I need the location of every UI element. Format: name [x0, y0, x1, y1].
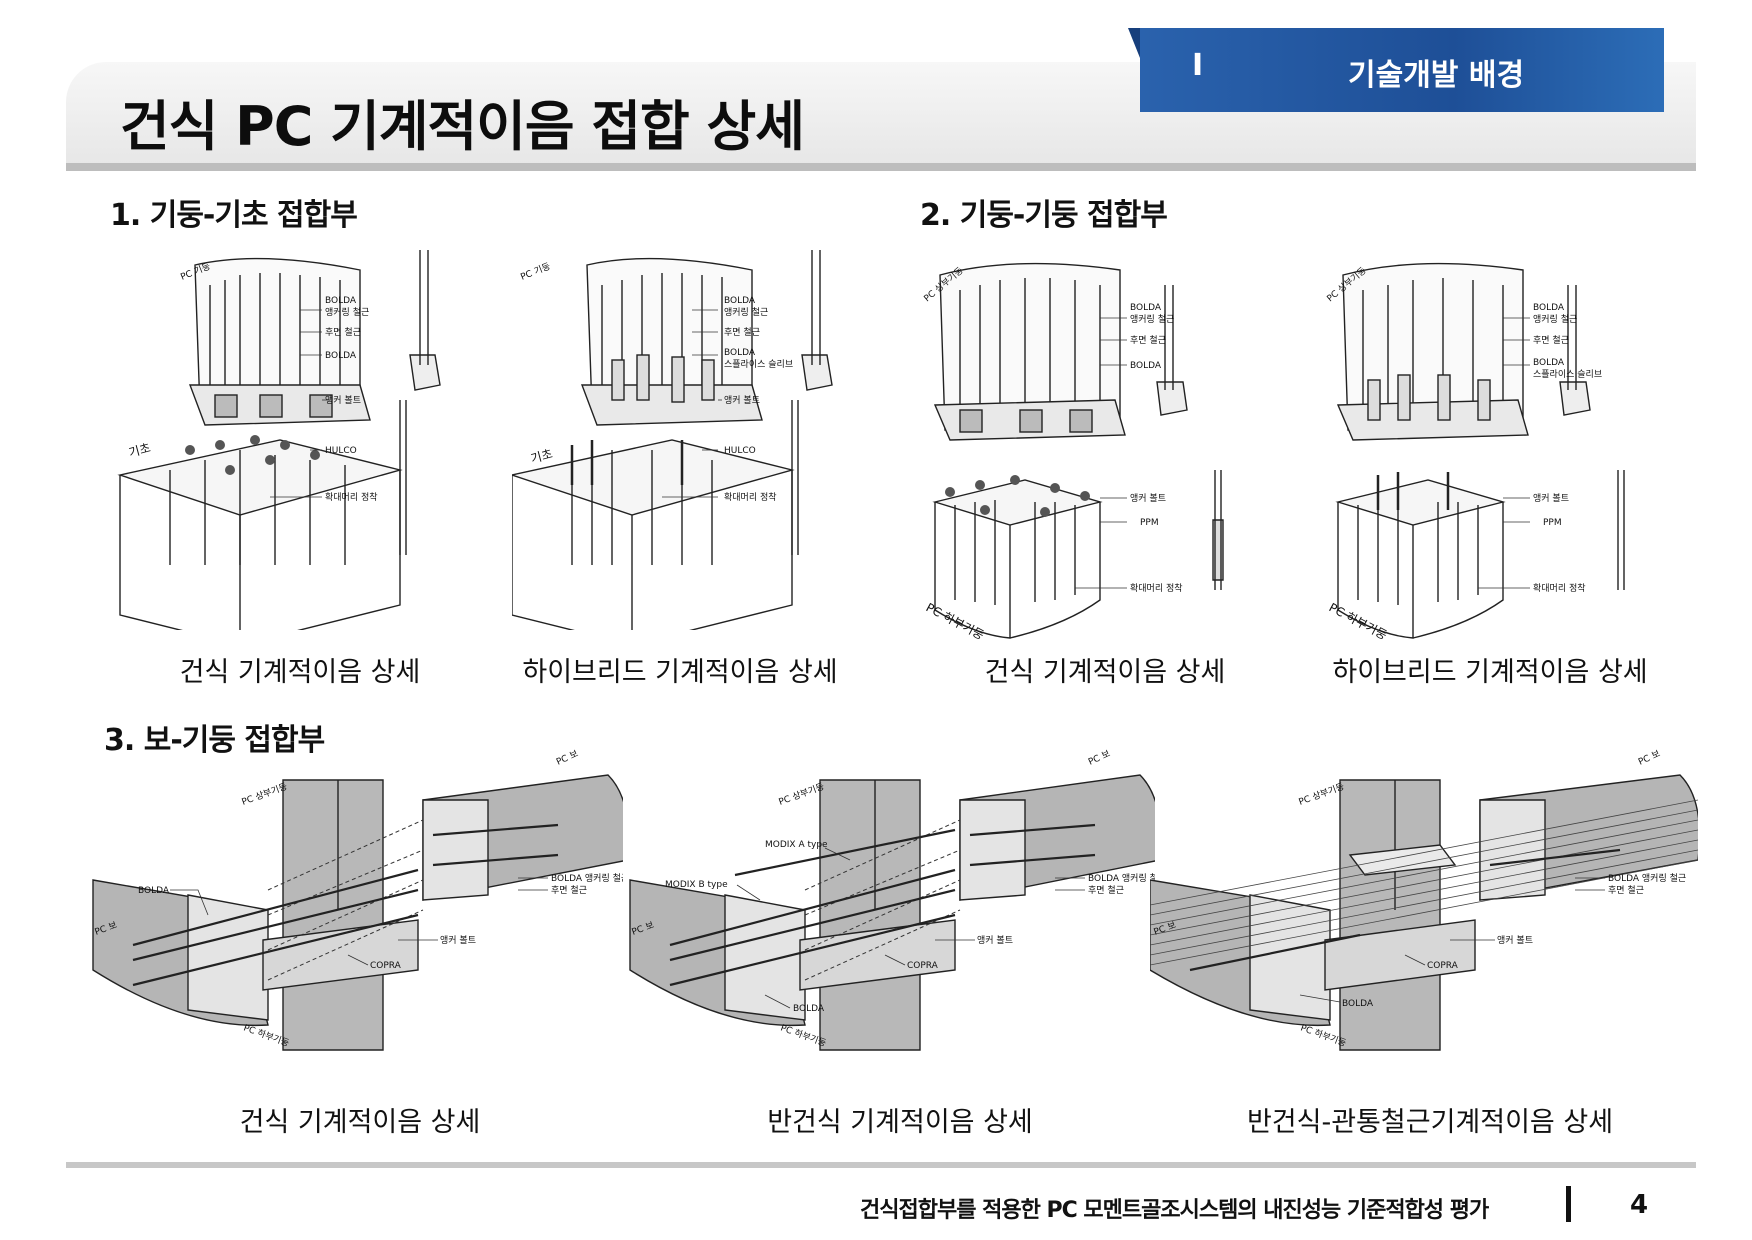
label-bolda-1: BOLDA — [1130, 303, 1162, 313]
drawing-beam-column-dry: PC 상부기둥 PC 하부기둥 PC 보 PC 보 BOLDA BOLDA 앵커… — [92, 748, 623, 1051]
label-rear-rebar: 후면 철근 — [1533, 335, 1569, 346]
figure-beam-column-dry: PC 상부기둥 PC 하부기둥 PC 보 PC 보 BOLDA BOLDA 앵커… — [88, 740, 623, 1070]
label-modix-a: MODIX A type — [765, 840, 828, 850]
label-copra: COPRA — [370, 961, 402, 971]
label-bolda-1: BOLDA — [724, 296, 756, 306]
label-headed-anchorage: 확대머리 정착 — [325, 491, 378, 503]
section-tab: I 기술개발 배경 — [1128, 28, 1664, 112]
caption-column-column-dry: 건식 기계적이음 상세 — [984, 657, 1226, 688]
label-rear-rebar: 후면 철근 — [1088, 885, 1124, 896]
figure-beam-column-semidry: PC 상부기둥 PC 하부기둥 PC 보 PC 보 MODIX A type M… — [625, 740, 1155, 1070]
label-bolda-2: BOLDA — [325, 351, 357, 361]
label-bolda-2: BOLDA — [1533, 358, 1565, 368]
caption-beam-column-through-rebar: 반건식-관통철근기계적이음 상세 — [1246, 1107, 1614, 1138]
label-bolda: BOLDA — [1342, 999, 1374, 1009]
label-anchoring-rebar: 앵커링 철근 — [1533, 313, 1577, 325]
label-anchor-bolt: 앵커 볼트 — [1497, 935, 1533, 946]
label-bolda-2: BOLDA — [1130, 361, 1162, 371]
label-anchoring-rebar: 앵커링 철근 — [724, 306, 768, 318]
label-anchor-bolt: 앵커 볼트 — [1533, 493, 1569, 504]
label-copra: COPRA — [907, 961, 939, 971]
label-anchoring-rebar: 앵커링 철근 — [325, 306, 369, 318]
section-label: 기술개발 배경 — [1348, 58, 1525, 93]
label-beam-right: PC 보 — [1637, 748, 1662, 768]
label-copra: COPRA — [1427, 961, 1459, 971]
label-ppm: PPM — [1543, 518, 1562, 528]
label-rear-rebar: 후면 철근 — [1608, 885, 1644, 896]
label-anchoring-rebar: BOLDA 앵커링 철근 — [1608, 872, 1686, 884]
drawing-beam-column-semidry: PC 상부기둥 PC 하부기둥 PC 보 PC 보 MODIX A type M… — [629, 748, 1155, 1051]
drawing-column-foundation-dry: PC 기둥 BOLDA 앵커링 철근 후면 철근 BOLDA 앵커 볼트 HUL… — [117, 250, 441, 630]
label-ppm: PPM — [1140, 518, 1159, 528]
figure-column-column-hybrid: PC 상부기둥 BOLDA 앵커링 철근 후면 철근 BOLDA 스플라이스 슬… — [1318, 240, 1703, 640]
figure-beam-column-through-rebar: PC 상부기둥 PC 하부기둥 PC 보 PC 보 BOLDA 앵커링 철근 후… — [1150, 740, 1698, 1070]
label-bolda-1: BOLDA — [1533, 303, 1565, 313]
figure-column-column-dry: PC 상부기둥 BOLDA 앵커링 철근 후면 철근 BOLDA 앵커 볼트 P… — [915, 240, 1300, 640]
label-anchor-bolt: 앵커 볼트 — [724, 395, 760, 406]
caption-beam-column-semidry: 반건식 기계적이음 상세 — [767, 1107, 1033, 1138]
label-headed-anchorage: 확대머리 정착 — [1533, 582, 1586, 594]
label-headed-anchorage: 확대머리 정착 — [1130, 582, 1183, 594]
label-anchoring-rebar: BOLDA 앵커링 철근 — [1088, 872, 1155, 884]
label-rear-rebar: 후면 철근 — [724, 327, 760, 338]
label-beam-right: PC 보 — [1087, 748, 1112, 768]
label-hulco: HULCO — [325, 446, 357, 456]
label-hulco: HULCO — [724, 446, 756, 456]
title-underline — [66, 163, 1696, 171]
section-heading-column-foundation: 1. 기둥-기초 접합부 — [110, 198, 358, 233]
label-rear-rebar: 후면 철근 — [1130, 335, 1166, 346]
label-member-bottom: PC 하부기둥 — [924, 600, 987, 640]
label-rear-rebar: 후면 철근 — [551, 885, 587, 896]
footer-separator — [1566, 1186, 1571, 1222]
figure-column-foundation-hybrid: PC 기둥 BOLDA 앵커링 철근 후면 철근 BOLDA 스플라이스 슬리브… — [512, 245, 892, 630]
footer-title: 건식접합부를 적용한 PC 모멘트골조시스템의 내진성능 기준적합성 평가 — [860, 1198, 1489, 1223]
label-anchor-bolt: 앵커 볼트 — [440, 935, 476, 946]
label-anchor-bolt: 앵커 볼트 — [977, 935, 1013, 946]
label-col-top: PC 상부기둥 — [1297, 781, 1346, 808]
label-bolda-1: BOLDA — [325, 296, 357, 306]
label-bolda-2: BOLDA — [724, 348, 756, 358]
section-number: I — [1192, 48, 1204, 83]
label-rear-rebar: 후면 철근 — [325, 327, 361, 338]
drawing-column-column-dry: PC 상부기둥 BOLDA 앵커링 철근 후면 철근 BOLDA 앵커 볼트 P… — [922, 262, 1224, 640]
label-anchoring-rebar: 앵커링 철근 — [1130, 313, 1174, 325]
label-splice-sleeve: 스플라이스 슬리브 — [724, 359, 793, 370]
label-member-bottom: PC 하부기둥 — [1327, 600, 1390, 640]
label-member-bottom: 기초 — [529, 447, 554, 466]
label-anchoring-rebar: BOLDA 앵커링 철근 — [551, 872, 623, 884]
page-title: 건식 PC 기계적이음 접합 상세 — [120, 95, 805, 158]
label-bolda: BOLDA — [138, 886, 170, 896]
drawing-beam-column-through-rebar: PC 상부기둥 PC 하부기둥 PC 보 PC 보 BOLDA 앵커링 철근 후… — [1150, 748, 1698, 1051]
label-col-top: PC 상부기둥 — [777, 781, 826, 808]
footer-divider — [66, 1162, 1696, 1168]
figure-column-foundation-dry: PC 기둥 BOLDA 앵커링 철근 후면 철근 BOLDA 앵커 볼트 HUL… — [110, 245, 490, 630]
drawing-column-column-hybrid: PC 상부기둥 BOLDA 앵커링 철근 후면 철근 BOLDA 스플라이스 슬… — [1325, 262, 1625, 640]
page-number: 4 — [1630, 1190, 1649, 1220]
label-modix-b: MODIX B type — [665, 880, 728, 890]
drawing-column-foundation-hybrid: PC 기둥 BOLDA 앵커링 철근 후면 철근 BOLDA 스플라이스 슬리브… — [512, 250, 833, 630]
caption-beam-column-dry: 건식 기계적이음 상세 — [239, 1107, 481, 1138]
label-splice-sleeve: 스플라이스 슬리브 — [1533, 369, 1602, 380]
label-anchor-bolt: 앵커 볼트 — [325, 395, 361, 406]
label-beam-right: PC 보 — [555, 748, 580, 768]
caption-column-foundation-hybrid: 하이브리드 기계적이음 상세 — [522, 657, 838, 688]
label-member-top: PC 기둥 — [519, 261, 552, 283]
caption-column-column-hybrid: 하이브리드 기계적이음 상세 — [1332, 657, 1648, 688]
label-headed-anchorage: 확대머리 정착 — [724, 491, 777, 503]
section-heading-beam-column: 3. 보-기둥 접합부 — [104, 723, 325, 758]
label-member-bottom: 기초 — [127, 441, 152, 460]
section-heading-column-column: 2. 기둥-기둥 접합부 — [920, 198, 1168, 233]
label-col-top: PC 상부기둥 — [240, 781, 289, 808]
label-anchor-bolt: 앵커 볼트 — [1130, 493, 1166, 504]
label-bolda: BOLDA — [793, 1004, 825, 1014]
caption-column-foundation-dry: 건식 기계적이음 상세 — [179, 657, 421, 688]
